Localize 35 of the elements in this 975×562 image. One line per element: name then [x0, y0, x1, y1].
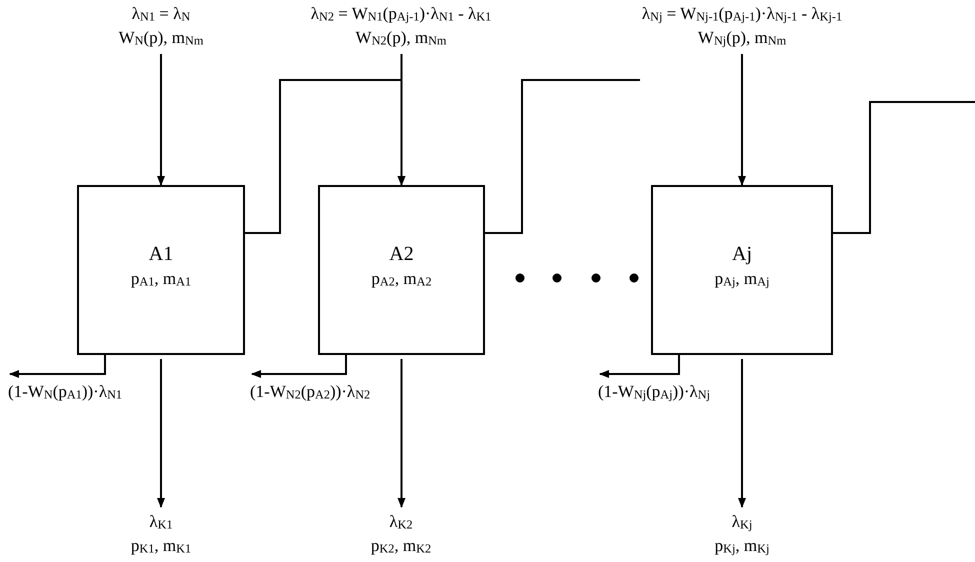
- block-label: A1: [148, 242, 174, 267]
- formula-text: λ$_{N1}$ = λ$_{N}$: [132, 3, 190, 26]
- formula-text: p$_{Kj}$, m$_{Kj}$: [714, 535, 770, 558]
- parameter-text: p$_{A1}$, m$_{A1}$: [130, 268, 192, 290]
- formula-text: λ$_{Kj}$: [732, 511, 752, 534]
- formula-text: p$_{K1}$, m$_{K1}$: [130, 535, 192, 558]
- process-box: [318, 185, 485, 355]
- formula-text: p$_{K2}$, m$_{K2}$: [370, 535, 432, 558]
- arrow: [251, 355, 347, 378]
- block-label: A2: [389, 242, 414, 267]
- block-label: Aj: [732, 242, 752, 267]
- arrow: [738, 54, 746, 186]
- arrow: [398, 54, 406, 186]
- arrow: [157, 359, 165, 508]
- arrow: [738, 359, 746, 508]
- arrow: [9, 355, 106, 378]
- arrow: [398, 359, 406, 508]
- formula-text: W$_{N2}$(p), m$_{Nm}$: [356, 27, 446, 50]
- formula-text: (1-W$_{N2}$(p$_{A2}$))·λ$_{N2}$: [250, 381, 370, 404]
- connector-line: [485, 79, 640, 234]
- formula-text: λ$_{K1}$: [149, 511, 173, 534]
- arrow: [599, 355, 680, 378]
- arrow: [157, 54, 165, 186]
- formula-text: (1-W$_{N}$(p$_{A1}$))·λ$_{N1}$: [8, 381, 122, 404]
- formula-text: λ$_{K2}$: [389, 511, 413, 534]
- formula-text: W$_{Nj}$(p), m$_{Nm}$: [698, 27, 786, 50]
- process-box: [77, 185, 245, 355]
- formula-text: (1-W$_{Nj}$(p$_{Aj}$))·λ$_{Nj}$: [598, 381, 710, 404]
- formula-text: λ$_{Nj}$ = W$_{Nj-1}$(p$_{Aj-1}$)·λ$_{Nj-1}$ - λ$_{Kj-1}$: [642, 3, 842, 26]
- process-box: [651, 185, 833, 355]
- formula-text: W$_{N}$(p), m$_{Nm}$: [118, 27, 204, 50]
- parameter-text: p$_{A2}$, m$_{A2}$: [371, 268, 432, 290]
- connector-line: [833, 101, 975, 234]
- formula-text: λ$_{N2}$ = W$_{N1}$(p$_{Aj-1}$)·λ$_{N1}$ - λ$_{K1}$: [310, 3, 492, 26]
- parameter-text: p$_{Aj}$, m$_{Aj}$: [714, 268, 770, 290]
